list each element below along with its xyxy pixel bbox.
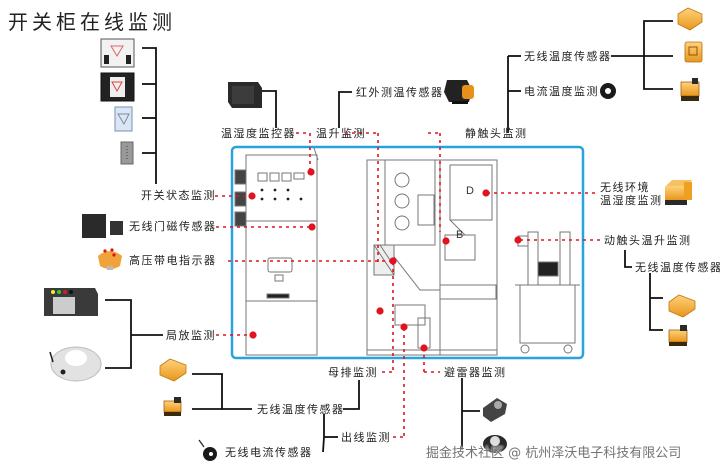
- temp-sensor-qr-icon: [684, 41, 703, 63]
- env-sensor-icon: [665, 180, 692, 205]
- point-env: [482, 189, 490, 197]
- label-switch-status: 开关状态监测: [141, 189, 216, 202]
- measurement-points: [248, 168, 522, 352]
- label-moving-contact: 动触头温升监测: [604, 234, 692, 247]
- label-wireless-env-1: 无线环境: [600, 181, 650, 194]
- switch-indicator-blue-icon: [114, 106, 133, 132]
- point-partial-discharge: [249, 331, 257, 339]
- left-cabinet-drawing: [234, 147, 319, 356]
- label-door-magnetic: 无线门磁传感器: [129, 220, 217, 233]
- label-wireless-env-2: 温湿度监测: [600, 194, 663, 207]
- temp-sensor-block-icon: [163, 397, 182, 416]
- watermark: 掘金技术社区 @ 杭州泽沃电子科技有限公司: [426, 446, 682, 461]
- label-hv-indicator: 高压带电指示器: [129, 254, 217, 267]
- cabinet-letter-d: D: [466, 185, 474, 197]
- temp-sensor-square-icon: [668, 294, 696, 318]
- ring-ct-icon: [600, 83, 616, 99]
- temp-sensor-square-icon: [677, 7, 703, 31]
- label-busbar: 母排监测: [328, 366, 378, 379]
- label-wireless-temp-top: 无线温度传感器: [524, 50, 612, 63]
- arrester-sensor-icon: [483, 398, 507, 422]
- label-temp-rise: 温升监测: [316, 127, 366, 140]
- label-arrester: 避雷器监测: [444, 366, 507, 379]
- cabinet-letter-b: B: [456, 229, 463, 241]
- point-temp-humidity: [307, 168, 315, 176]
- pd-monitor-icon: [44, 288, 98, 316]
- switch-panel-gray-icon: [120, 141, 134, 165]
- arrester-disc-icon: [483, 435, 507, 453]
- label-current-temp: 电流温度监测: [524, 85, 599, 98]
- label-partial-discharge: 局放监测: [166, 329, 216, 342]
- leader-lines-red: [215, 132, 600, 438]
- connector-lines-black: [105, 20, 673, 453]
- point-temp-rise: [389, 257, 397, 265]
- label-wireless-temp-right: 无线温度传感器: [635, 261, 720, 274]
- label-static-contact: 静触头监测: [465, 127, 528, 140]
- point-static-contact: [442, 237, 450, 245]
- point-door-magnetic: [308, 223, 316, 231]
- breaker-cart-drawing: [515, 231, 580, 354]
- point-busbar: [376, 307, 384, 315]
- temp-sensor-block-icon: [680, 78, 700, 101]
- label-outgoing-line: 出线监测: [341, 431, 391, 444]
- hv-indicator-icon: [98, 248, 122, 270]
- label-wireless-temp-bottom: 无线温度传感器: [257, 403, 345, 416]
- point-moving-contact: [514, 236, 522, 244]
- temp-sensor-block-icon: [668, 325, 688, 346]
- left-cabinet-dots: [260, 188, 303, 201]
- middle-cabinet-drawing: [366, 159, 498, 356]
- point-outgoing: [400, 323, 408, 331]
- switch-display-white-icon: [100, 38, 135, 68]
- door-magnetic-sensor-icon: [82, 214, 123, 238]
- temp-humidity-controller-icon: [228, 82, 262, 108]
- cabinet-frame: [230, 145, 585, 360]
- label-temp-humidity-controller: 温湿度监控器: [221, 127, 296, 140]
- pd-ring-sensor-icon: [49, 346, 102, 382]
- page-title: 开关柜在线监测: [8, 10, 176, 34]
- temp-sensor-square-icon: [159, 358, 187, 382]
- point-arrester: [420, 344, 428, 352]
- label-wireless-current: 无线电流传感器: [225, 446, 313, 459]
- label-infrared-sensor: 红外测温传感器: [356, 86, 444, 99]
- point-switch-status: [248, 192, 256, 200]
- wireless-current-sensor-icon: [198, 439, 217, 461]
- switch-display-black-icon: [100, 72, 135, 102]
- infrared-sensor-icon: [444, 80, 474, 104]
